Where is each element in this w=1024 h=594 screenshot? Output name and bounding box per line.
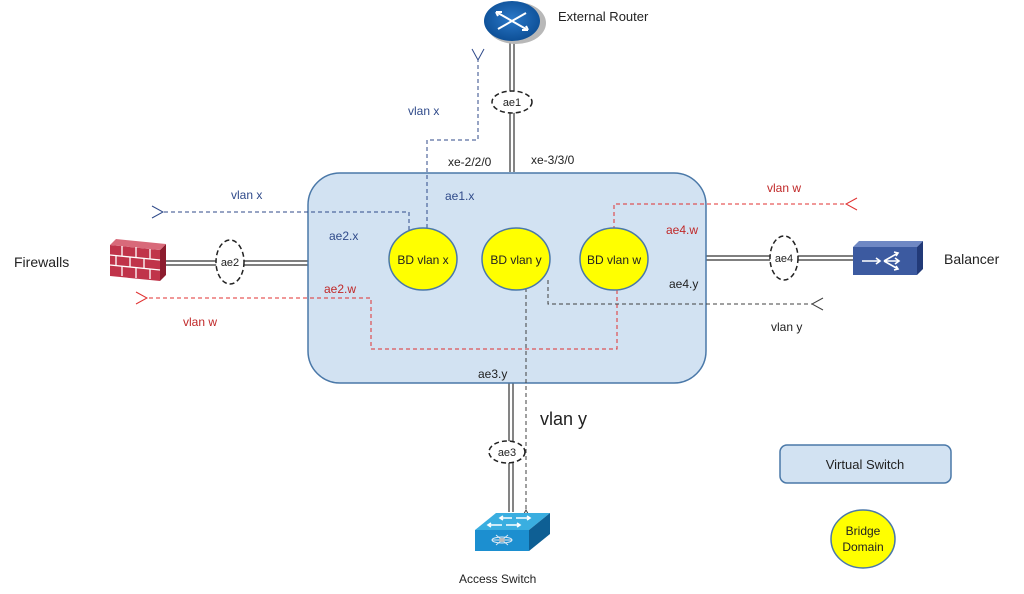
legend-virtual-switch-swatch [779,444,952,484]
bridge-domain-vlan-y[interactable]: BD vlan y [481,227,551,291]
lag-ae2 [215,239,245,285]
ae2-label: ae2 [221,257,239,269]
interface-ae2-x: ae2.x [329,229,358,243]
interface-ae4-y: ae4.y [669,277,698,291]
firewall-icon[interactable] [109,239,166,281]
legend: Virtual Switch Bridge Domain [779,444,952,569]
interface-ae3-y: ae3.y [478,367,507,381]
vlan-x-path-firewall [163,212,410,230]
vlan-y-path-balancer [547,280,812,304]
firewalls-label: Firewalls [14,254,69,270]
vlan-x-path-router [426,60,478,228]
legend-bridge-domain-swatch [830,509,896,569]
vlan-y-access-label: vlan y [540,409,587,429]
load-balancer-icon[interactable] [853,241,923,275]
ae3-label: ae3 [498,447,516,459]
bd-label: BD vlan w [587,253,641,267]
vlan-w-balancer-label: vlan w [767,181,801,195]
legend-bridge-domain-line1: Bridge [846,524,881,538]
lag-ae1 [491,90,533,114]
bridge-domain-vlan-x[interactable]: BD vlan x [388,227,458,291]
access-switch-label: Access Switch [459,572,536,586]
ae4-label: ae4 [775,253,793,265]
balancer-label: Balancer [944,251,1000,267]
interface-ae2-w: ae2.w [324,282,356,296]
interface-ae1-x: ae1.x [445,189,474,203]
legend-virtual-switch-label: Virtual Switch [826,457,905,472]
bridge-domain-vlan-w[interactable]: BD vlan w [579,227,649,291]
legend-bridge-domain-line2: Domain [842,540,883,554]
interface-ae4-w: ae4.w [666,223,698,237]
external-router-label: External Router [558,9,649,24]
interface-xe-3-3-0: xe-3/3/0 [531,153,575,167]
vlan-x-firewall-label: vlan x [231,188,262,202]
vlan-y-balancer-label: vlan y [771,320,802,334]
vlan-x-router-label: vlan x [408,104,439,118]
vlan-w-path-firewall [147,290,618,350]
vlan-w-firewall-label: vlan w [183,315,217,329]
lag-ae3 [488,440,526,464]
interface-xe-2-2-0: xe-2/2/0 [448,155,492,169]
access-switch-icon[interactable] [475,513,550,551]
bd-label: BD vlan y [490,253,541,267]
vlan-w-path-balancer [613,204,846,230]
ae1-label: ae1 [503,97,521,109]
router-icon[interactable] [484,1,546,44]
lag-ae4 [769,235,799,281]
bd-label: BD vlan x [397,253,448,267]
